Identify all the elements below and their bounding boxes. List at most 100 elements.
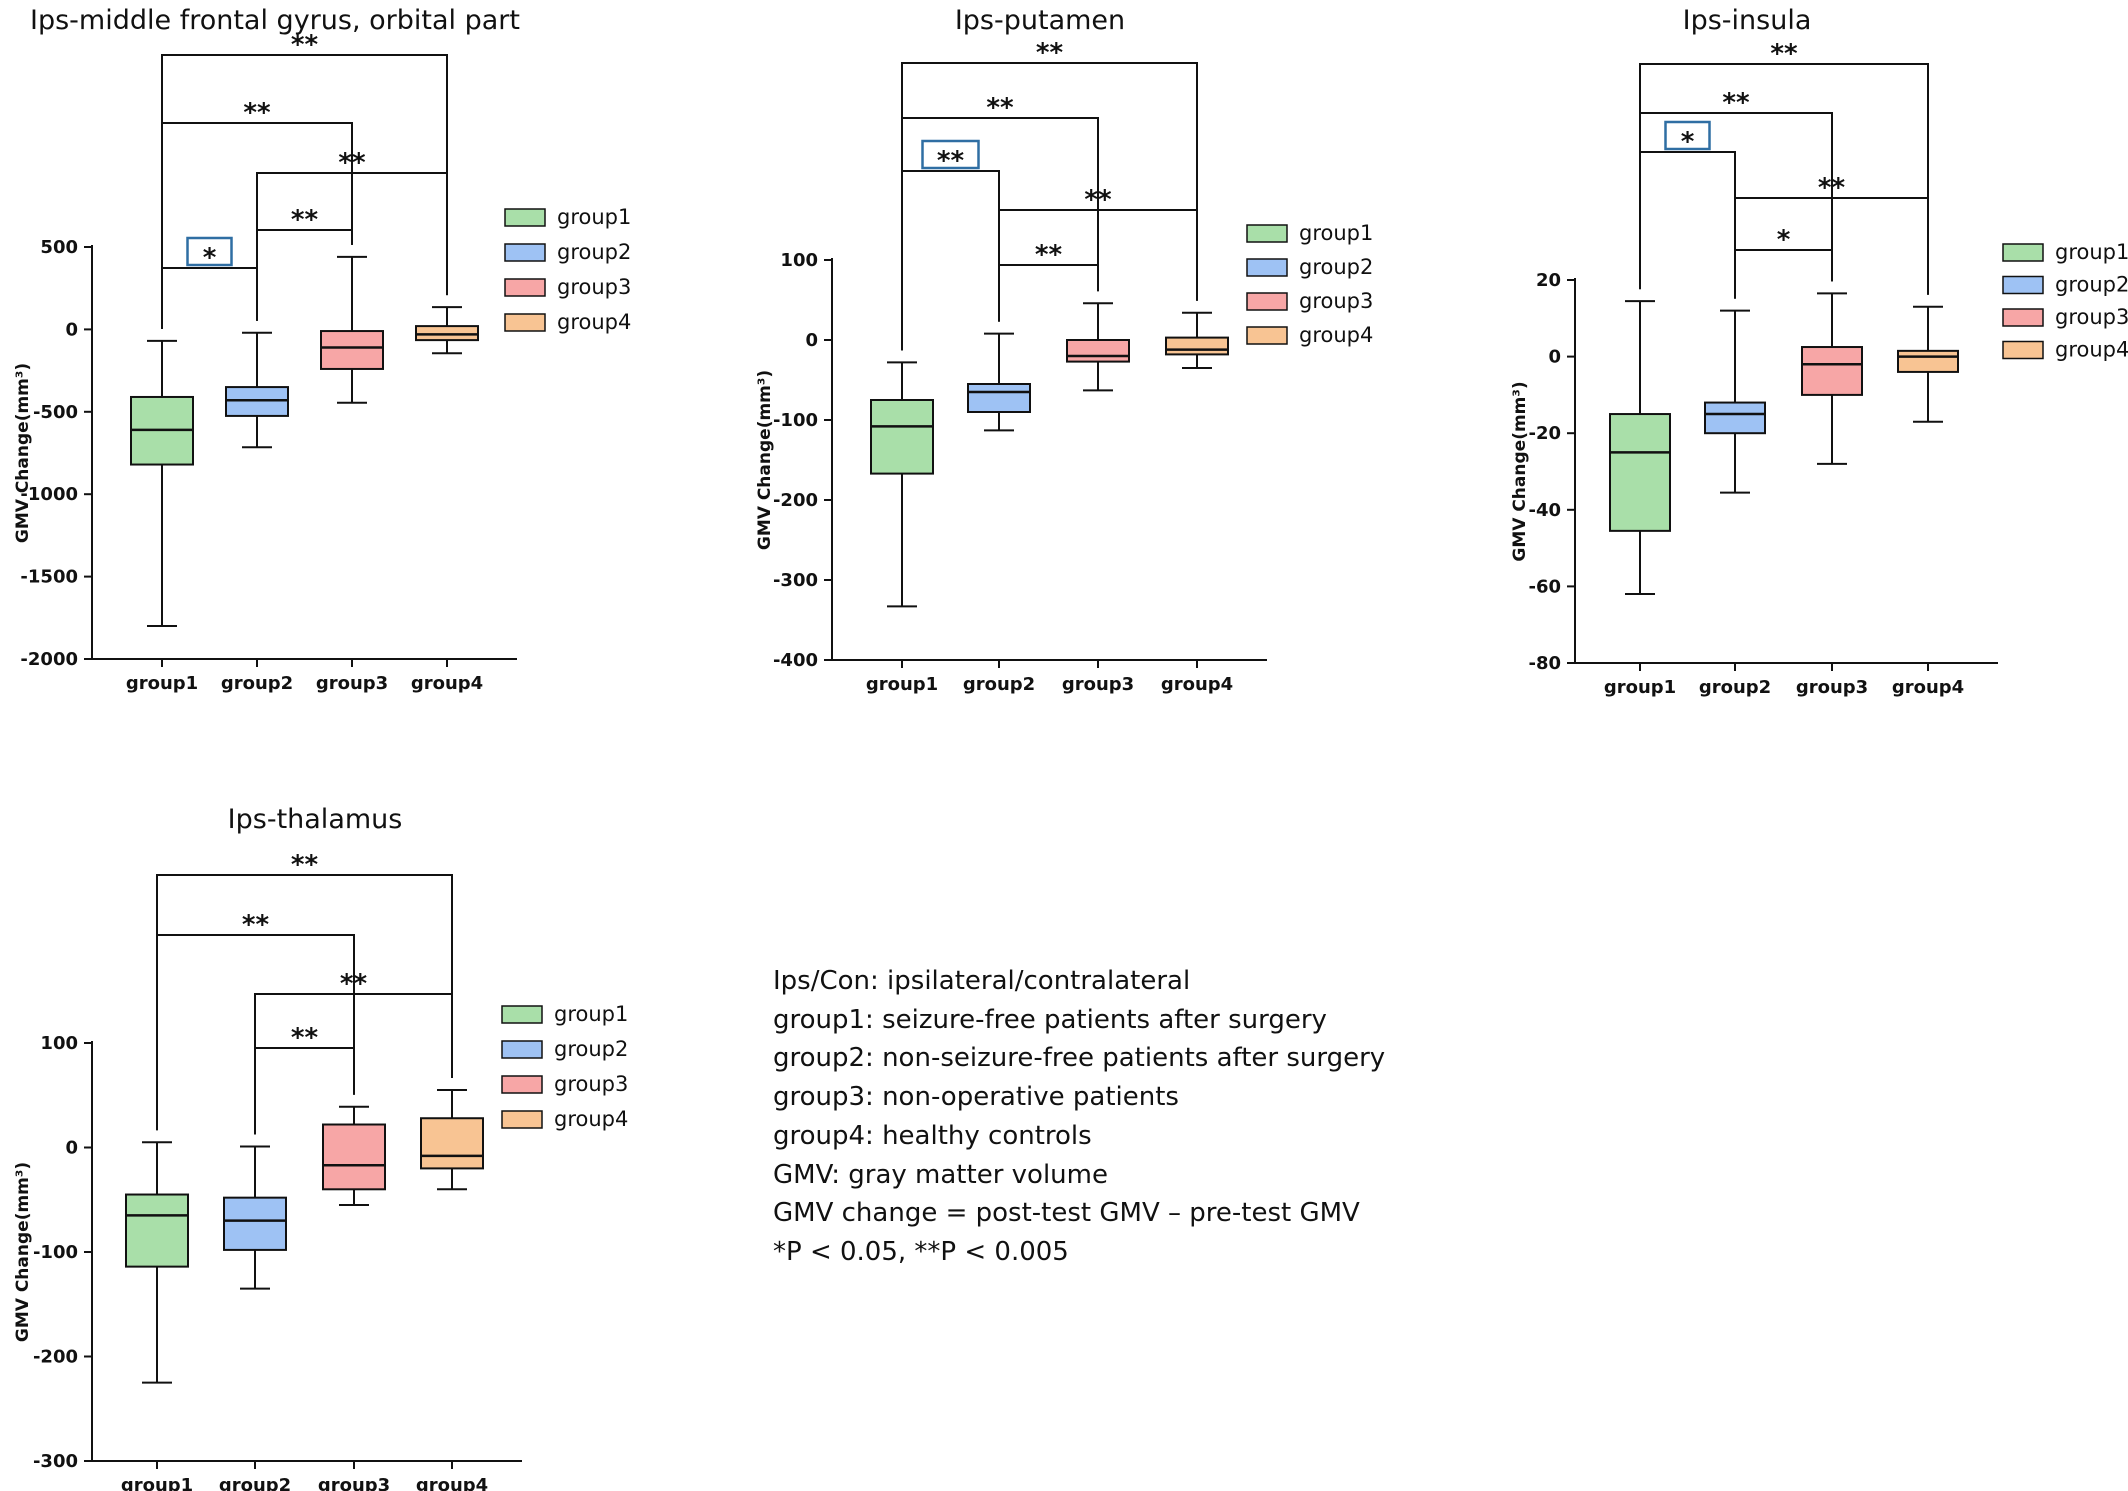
box-iqr [322,1123,386,1191]
x-tick-label: group1 [1604,677,1676,698]
bracket-line [1639,63,1929,295]
note-line: group4: healthy controls [773,1120,1092,1151]
bracket-line [256,229,353,321]
legend-label: group1 [554,1002,628,1026]
bracket-line [156,874,453,1131]
box-iqr [125,1193,189,1268]
x-tick-label: group2 [1699,677,1771,698]
legend-swatch [501,1075,543,1094]
y-tick-label: 100 [40,1033,78,1054]
legend-item: group3 [1246,289,1373,313]
y-axis-label: GMV Change(mm³) [13,1162,33,1342]
significance-label: ** [291,205,319,235]
box-group2 [225,331,289,449]
significance-bracket: ** [1639,39,1929,295]
y-tick-label: -100 [773,410,818,431]
box-group4 [420,1089,484,1191]
bracket-line [998,264,1099,322]
legend-label: group2 [554,1037,628,1061]
y-tick-label: 0 [65,1138,78,1159]
legend-label: group1 [557,205,631,229]
box-group4 [1897,305,1959,423]
highlight-box [1664,120,1711,151]
significance-label: ** [291,850,319,880]
significance-label: ** [1818,173,1846,203]
y-tick-label: 0 [1548,347,1561,368]
box-iqr [223,1196,287,1251]
legend-item: group4 [1246,323,1373,347]
x-tick-label: group4 [1892,677,1964,698]
significance-bracket: ** [901,38,1198,351]
x-tick-label: group4 [1161,674,1233,695]
x-tick-label: group4 [411,673,483,694]
significance-bracket: ** [256,205,353,321]
chart-title: Ips-thalamus [228,804,403,835]
significance-label: ** [243,98,271,128]
significance-label: ** [291,30,319,60]
y-tick-label: -40 [1528,500,1561,521]
x-tick-label: group1 [126,673,198,694]
legend-swatch [1246,326,1288,345]
box-group1 [130,339,194,628]
legend-swatch [1246,292,1288,311]
significance-label: * [1777,225,1791,255]
bracket-line [161,54,448,329]
box-group4 [1165,311,1229,369]
y-axis-label: GMV Change(mm³) [755,370,775,550]
box-group3 [320,255,384,404]
significance-bracket: ** [1734,173,1929,299]
note-line: group3: non-operative patients [773,1082,1179,1113]
y-tick-label: -200 [773,490,818,511]
significance-label: ** [340,969,368,999]
legend-item: group3 [504,275,631,299]
legend-label: group3 [554,1072,628,1096]
legend-item: group4 [501,1107,628,1131]
box-group4 [415,306,479,355]
box-group3 [322,1105,386,1206]
legend-item: group3 [501,1072,628,1096]
y-tick-label: -300 [33,1451,78,1472]
significance-label: ** [1084,185,1112,215]
legend-swatch [2002,243,2044,262]
box-group3 [1066,302,1130,392]
y-tick-label: -80 [1528,653,1561,674]
box-iqr [320,330,384,370]
significance-label: ** [986,93,1014,123]
legend-label: group2 [2055,273,2128,297]
significance-label: * [203,243,217,273]
box-iqr [870,399,934,475]
box-iqr [420,1117,484,1170]
legend-item: group3 [2002,305,2128,329]
y-tick-label: 0 [805,330,818,351]
y-tick-label: 100 [780,250,818,271]
significance-bracket: ** [161,98,353,329]
note-line: *P < 0.05, **P < 0.005 [773,1236,1069,1267]
box-group1 [1609,300,1671,596]
legend-item: group2 [501,1037,628,1061]
box-group1 [870,361,934,608]
legend-label: group3 [1299,289,1373,313]
x-tick-label: group2 [221,673,293,694]
note-line: group1: seizure-free patients after surg… [773,1004,1327,1035]
legend-label: group4 [557,310,631,334]
box-iqr [1801,346,1863,396]
significance-bracket: ** [161,30,448,329]
significance-bracket: ** [156,910,355,1131]
y-tick-label: -60 [1528,576,1561,597]
y-tick-label: -2000 [20,649,78,670]
significance-bracket: ** [901,139,1000,351]
legend-swatch [504,208,546,227]
box-iqr [1704,401,1766,435]
highlight-box [186,236,233,267]
chart-title: Ips-middle frontal gyrus, orbital part [30,5,520,36]
significance-bracket: * [1639,120,1736,299]
legend-swatch [504,243,546,262]
bracket-line [901,170,1000,351]
y-tick-label: -100 [33,1242,78,1263]
y-tick-label: 500 [40,237,78,258]
legend-label: group4 [1299,323,1373,347]
